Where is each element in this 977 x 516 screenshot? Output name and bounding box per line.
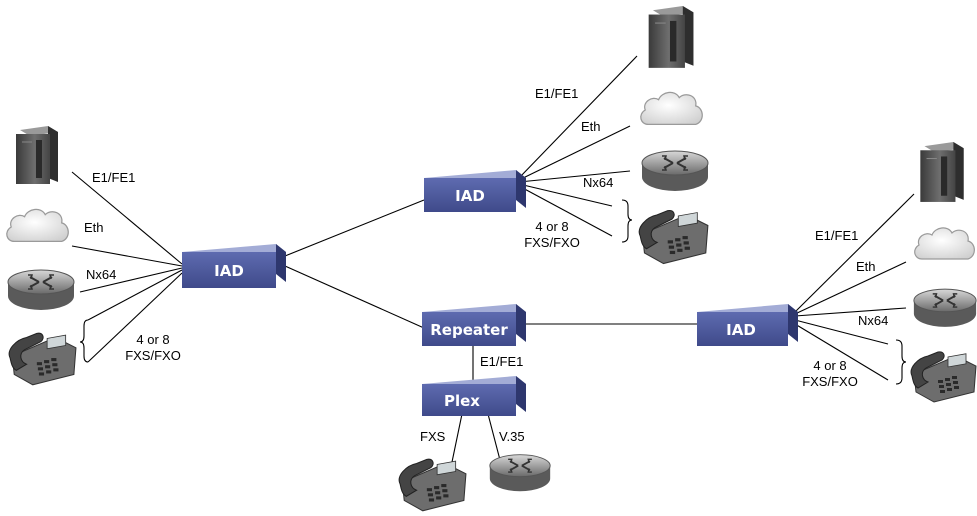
label-nx64-left: Nx64 [86,267,116,282]
server-icon [648,6,694,69]
label-e1-left: E1/FE1 [92,170,135,185]
server-icon [15,126,58,185]
label-v35-plex: V.35 [499,429,525,444]
connection-lines [71,55,915,463]
phone-icon [8,332,77,386]
router-icon [7,269,75,311]
iad-box-top: IAD [424,170,526,212]
label-e1-right: E1/FE1 [815,228,858,243]
repeater-box: Repeater [422,304,526,346]
iad-box-right: IAD [697,304,798,346]
iad-label-top: IAD [455,187,485,205]
link-labels: E1/FE1 Eth Nx64 4 or 8 FXS/FXO E1/FE1 Et… [84,86,888,444]
cloud-icon [640,91,703,126]
label-eth-left: Eth [84,220,104,235]
label-eth-right: Eth [856,259,876,274]
iad-label-right: IAD [726,321,756,339]
router-icon [488,453,552,493]
phone-icon [910,351,977,403]
label-fxs-count-top: 4 or 8 [535,219,568,234]
label-fxs-fxo-right: FXS/FXO [802,374,858,389]
phone-icon [638,210,709,265]
label-eth-top: Eth [581,119,601,134]
label-e1-plex: E1/FE1 [480,354,523,369]
label-e1-top: E1/FE1 [535,86,578,101]
iad-label-left: IAD [214,262,244,280]
cloud-icon [914,227,976,260]
label-fxs-fxo-left: FXS/FXO [125,348,181,363]
phone-icon [398,458,467,512]
repeater-label: Repeater [430,321,508,339]
router-icon [912,288,977,328]
plex-box: Plex [422,376,526,416]
label-fxs-count-right: 4 or 8 [813,358,846,373]
label-fxs-fxo-top: FXS/FXO [524,235,580,250]
iad-box-left: IAD [182,244,286,288]
label-nx64-top: Nx64 [583,175,613,190]
plex-label: Plex [444,392,480,410]
label-fxs-count-left: 4 or 8 [136,332,169,347]
phone-group-brackets [79,199,907,385]
server-icon [919,142,964,203]
router-icon [640,149,710,193]
label-nx64-right: Nx64 [858,313,888,328]
cloud-icon [6,208,69,243]
label-fxs-plex: FXS [420,429,446,444]
